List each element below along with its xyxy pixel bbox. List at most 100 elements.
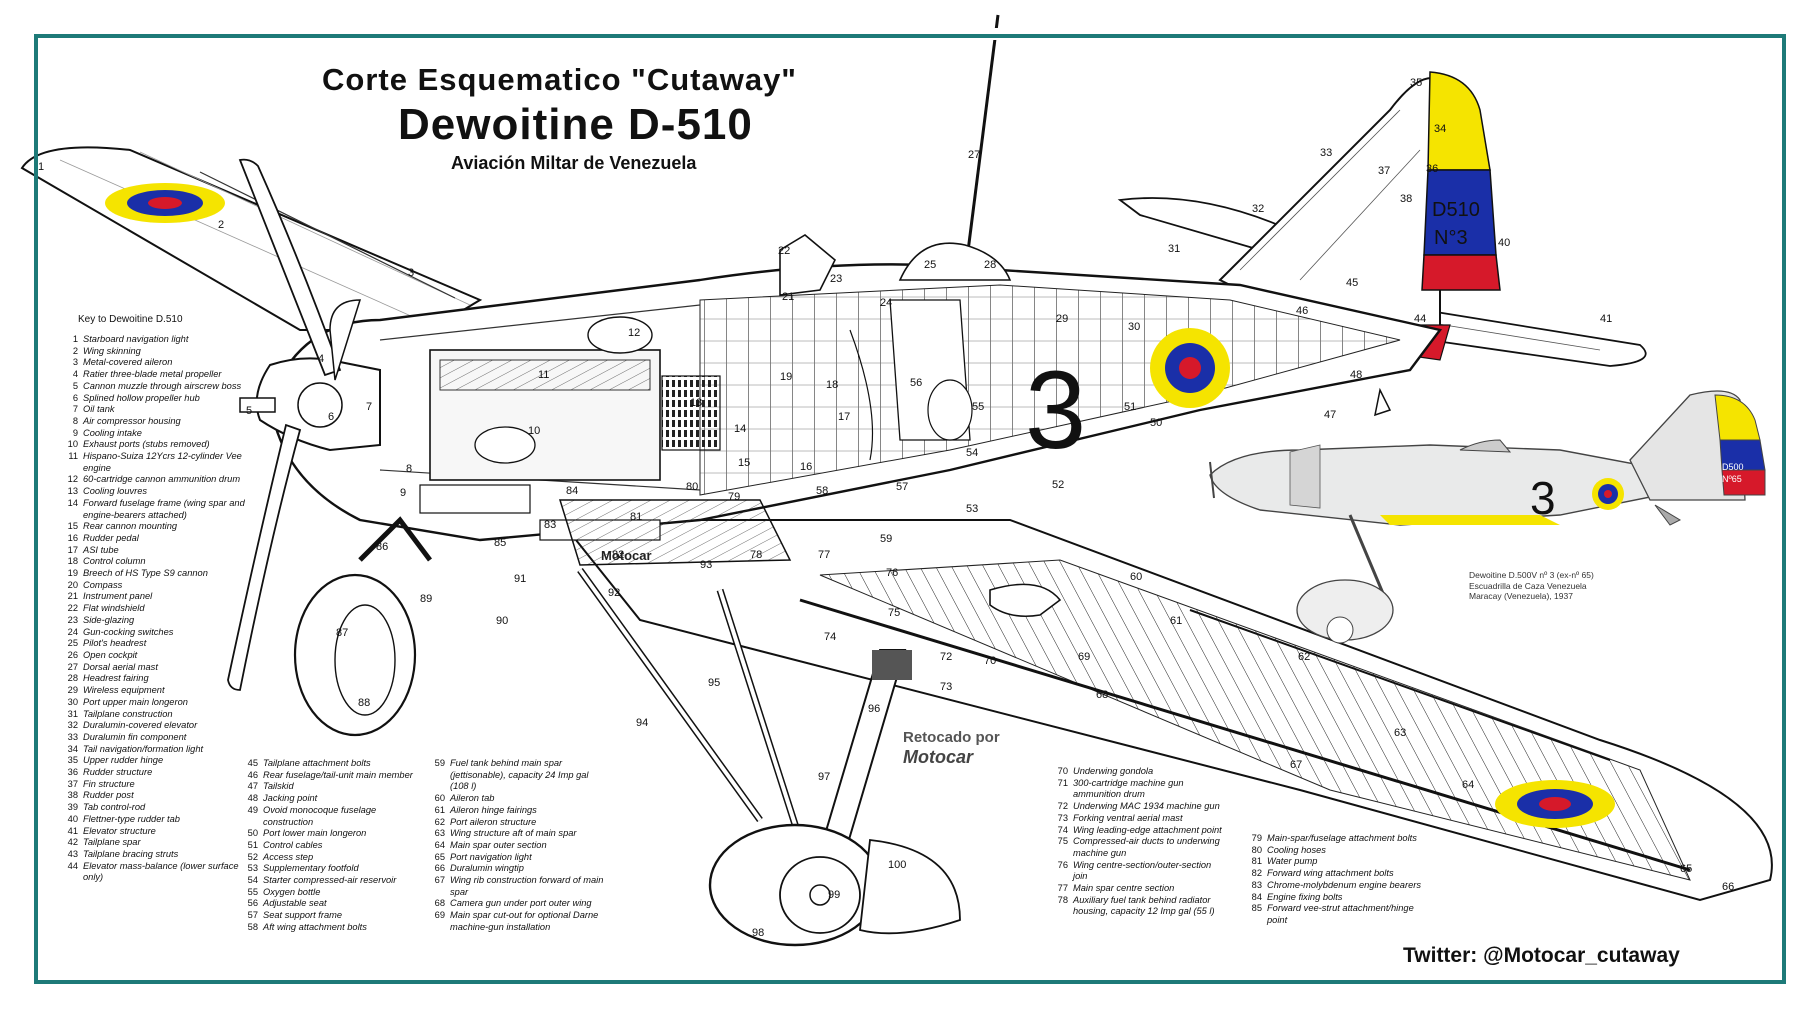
callout-number: 41 xyxy=(1600,313,1612,325)
key-item-label: Duralumin-covered elevator xyxy=(83,720,198,731)
callout-number: 25 xyxy=(924,259,936,271)
key-item-label: Fuel tank behind main spar (jettisonable… xyxy=(450,758,589,792)
callout-number: 8 xyxy=(406,463,412,475)
key-item-number: 70 xyxy=(1057,766,1068,776)
callout-number: 72 xyxy=(940,651,952,663)
key-item-label: Rudder pedal xyxy=(83,532,139,543)
key-item-number: 16 xyxy=(67,532,78,543)
key-item-label: ASI tube xyxy=(83,544,119,555)
title-aircraft-name: Dewoitine D-510 xyxy=(398,100,753,149)
fuselage-roundel xyxy=(1150,328,1230,408)
callout-number: 57 xyxy=(896,481,908,493)
callout-number: 95 xyxy=(708,677,720,689)
callout-number: 89 xyxy=(420,593,432,605)
key-item-label: Chrome-molybdenum engine bearers xyxy=(1267,879,1421,890)
key-item-number: 67 xyxy=(434,875,445,886)
callout-number: 28 xyxy=(984,259,996,271)
key-item-number: 19 xyxy=(67,568,78,579)
callout-number: 67 xyxy=(1290,759,1302,771)
cooling-louvres xyxy=(661,375,721,451)
key-item-number: 44 xyxy=(67,860,78,871)
callout-number: 88 xyxy=(358,697,370,709)
key-item-label: Main-spar/fuselage attachment bolts xyxy=(1267,833,1417,843)
key-item-number: 69 xyxy=(434,910,445,921)
key-item-label: Dorsal aerial mast xyxy=(83,661,158,672)
key-item-label: Forward fuselage frame (wing spar and en… xyxy=(83,497,245,520)
cannon-drum xyxy=(587,316,653,354)
port-wing-ribs xyxy=(819,559,1691,881)
key-item-label: Rudder post xyxy=(83,790,134,801)
key-item: 69 Main spar cut-out for optional Darne m… xyxy=(425,910,605,933)
propeller-blade-lower xyxy=(227,423,302,691)
key-item-label: Wing centre-section/outer-section join xyxy=(1073,859,1212,882)
key-item-number: 72 xyxy=(1057,801,1068,812)
key-item-label: Cooling intake xyxy=(83,427,142,438)
callout-number: 94 xyxy=(636,717,648,729)
twitter-handle: Twitter: @Motocar_cutaway xyxy=(1403,944,1680,967)
key-item-number: 56 xyxy=(247,898,258,909)
callout-number: 12 xyxy=(628,327,640,339)
key-item-label: Jacking point xyxy=(263,793,318,804)
key-item-label: Aileron tab xyxy=(450,793,495,804)
callout-number: 99 xyxy=(828,889,840,901)
callout-number: 31 xyxy=(1168,243,1180,255)
callout-number: 65 xyxy=(1680,863,1692,875)
key-item: 27 Dorsal aerial mast xyxy=(58,662,248,674)
key-item-number: 39 xyxy=(67,802,78,813)
key-item-number: 29 xyxy=(67,685,78,696)
key-item-number: 27 xyxy=(67,661,78,672)
windshield xyxy=(779,234,836,296)
key-item-number: 80 xyxy=(1251,844,1262,855)
key-item-number: 84 xyxy=(1251,891,1262,902)
title-subtitle: Aviación Miltar de Venezuela xyxy=(451,153,697,173)
key-item-number: 48 xyxy=(247,793,258,804)
key-item-label: Rear fuselage/tail-unit main member xyxy=(263,769,413,780)
callout-number: 3 xyxy=(408,267,414,279)
key-item-number: 51 xyxy=(247,839,258,850)
callout-number: 24 xyxy=(880,297,892,309)
fuselage-number: 3 xyxy=(1025,349,1086,472)
callout-number: 92 xyxy=(608,587,620,599)
callout-number: 100 xyxy=(888,859,906,871)
callout-number: 52 xyxy=(1052,479,1064,491)
key-item-label: 300-cartridge machine gun ammunition dru… xyxy=(1073,777,1184,800)
tailskid xyxy=(1374,387,1392,417)
callout-number: 33 xyxy=(1320,147,1332,159)
key-item-number: 79 xyxy=(1251,833,1262,843)
profile-rudder-yellow xyxy=(1714,394,1761,441)
callout-number: 27 xyxy=(968,149,980,161)
key-item-number: 8 xyxy=(72,415,78,426)
callout-number: 5 xyxy=(246,405,252,417)
key-item-label: Fin structure xyxy=(83,778,135,789)
key-item-label: 60-cartridge cannon ammunition drum xyxy=(83,474,241,485)
key-item-number: 3 xyxy=(72,357,78,368)
key-item-label: Control column xyxy=(83,556,146,567)
side-profile-aircraft xyxy=(1209,390,1766,644)
callout-number: 87 xyxy=(336,627,348,639)
key-item-label: Main spar cut-out for optional Darne mac… xyxy=(450,910,599,932)
callout-number: 79 xyxy=(728,491,740,503)
tail-marking-line2: N°3 xyxy=(1434,227,1468,249)
callout-number: 1 xyxy=(38,161,44,173)
profile-caption-line: Dewoitine D.500V nº 3 (ex-nº 65) xyxy=(1469,570,1594,580)
key-item-number: 52 xyxy=(247,851,258,862)
key-item-label: Port navigation light xyxy=(450,851,532,862)
key-item-label: Starter compressed-air reservoir xyxy=(263,875,397,886)
